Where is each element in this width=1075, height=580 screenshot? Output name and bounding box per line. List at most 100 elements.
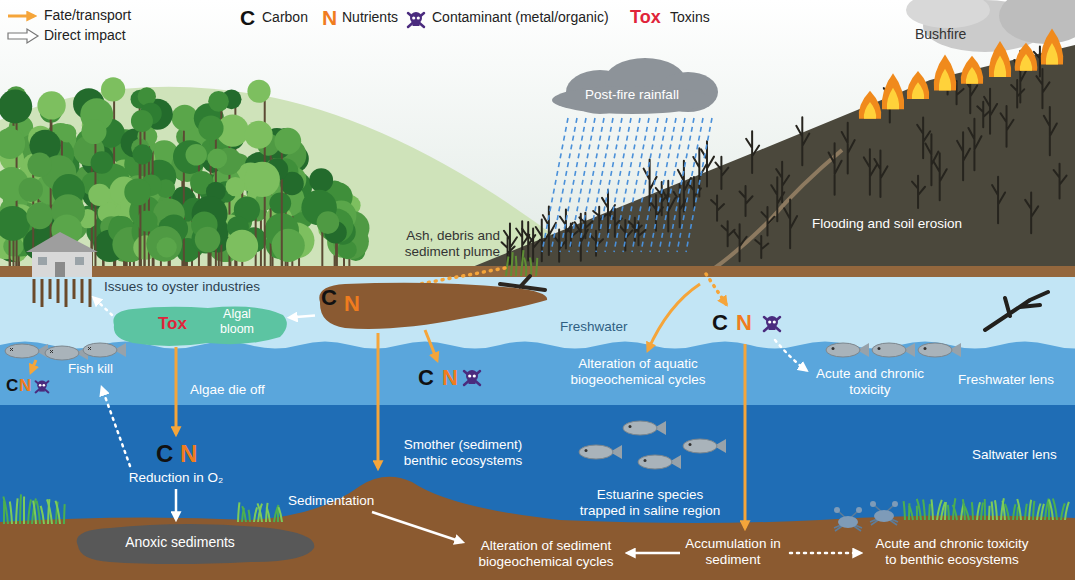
rain-streak	[641, 118, 667, 252]
seagrass-blade	[916, 506, 918, 520]
crossbones	[408, 13, 424, 27]
seagrass-blade	[953, 505, 957, 520]
seagrass-blade	[55, 501, 60, 524]
seagrass-blade	[972, 502, 973, 520]
seagrass-blade	[63, 504, 66, 524]
rain-streak	[605, 118, 631, 252]
seagrass-blade	[963, 499, 965, 520]
seagrass-blade	[1002, 501, 1005, 520]
flame-core	[966, 67, 978, 84]
burnt-tree	[1036, 69, 1049, 108]
flame	[1015, 43, 1038, 71]
seagrass-blade	[1053, 499, 1057, 520]
oyster-post	[57, 279, 60, 303]
seagrass-blade	[1049, 499, 1053, 520]
impact-label: Fish kill	[68, 361, 113, 377]
fish-eye	[629, 425, 632, 428]
flame-core	[994, 56, 1006, 78]
tree-crown	[27, 153, 51, 177]
seagrass-blade	[47, 499, 52, 524]
seagrass-blade	[249, 510, 250, 522]
contaminant-symbols	[36, 12, 780, 392]
skull-jaw	[413, 22, 420, 26]
burnt-tree	[934, 153, 947, 200]
seagrass-blade	[37, 501, 40, 524]
burnt-tree	[734, 224, 747, 261]
crab-claw	[834, 507, 840, 513]
reed	[521, 250, 523, 276]
tree-crown	[101, 77, 125, 101]
tree-crown	[131, 110, 153, 132]
seagrass-blade	[257, 503, 262, 522]
fish-body	[623, 421, 657, 435]
rain-streak	[542, 118, 568, 252]
legend-text: Direct impact	[44, 27, 126, 44]
skull-jaw	[469, 380, 476, 384]
flames	[859, 29, 1064, 119]
seagrass-blade	[33, 501, 36, 524]
oyster-post	[33, 279, 36, 303]
flame-core	[864, 102, 876, 119]
seagrass-blade	[944, 502, 947, 520]
process-label: Accumulation in sediment	[683, 536, 783, 568]
oyster-post	[81, 279, 84, 303]
fish-eye	[878, 347, 881, 350]
tree-crown	[0, 89, 32, 123]
seagrass-blade	[984, 499, 986, 520]
oyster-post	[65, 279, 68, 307]
reed	[506, 256, 508, 276]
burnt-tree	[1001, 106, 1014, 147]
seagrass-blade	[1013, 504, 1015, 520]
skull-eye	[768, 320, 771, 323]
crab-body	[838, 516, 858, 528]
tree-crown	[26, 202, 53, 229]
tree-crown	[0, 128, 25, 159]
reed	[530, 257, 531, 276]
skull-eye	[39, 384, 42, 387]
skull-eye	[43, 384, 46, 387]
region-label: Saltwater lens	[972, 447, 1057, 463]
tree-crown	[198, 116, 223, 141]
node-outline	[108, 303, 290, 347]
impact-arrow	[290, 316, 315, 318]
tree-crown	[132, 144, 152, 164]
nutrient-symbol: N	[180, 440, 197, 469]
burnt-tree	[504, 223, 517, 264]
seagrass-blade	[277, 509, 279, 522]
seagrass-blade	[1041, 504, 1044, 520]
fish-eye	[924, 347, 927, 350]
legend-text: Carbon	[262, 9, 308, 26]
seagrass-blade	[1025, 504, 1027, 520]
rain-streak	[578, 118, 604, 252]
sediment-plume: CN	[315, 280, 550, 332]
skull-eye	[473, 374, 476, 377]
tree-crown	[247, 80, 270, 103]
seagrass-blade	[258, 504, 262, 522]
burnt-tree	[776, 162, 789, 203]
legend-text: Nutrients	[342, 9, 398, 26]
tree-crown	[0, 206, 30, 241]
tree-crown	[208, 91, 229, 112]
rain-streak	[659, 118, 685, 252]
seagrass-blade	[1017, 507, 1018, 520]
fish-eye	[832, 347, 835, 350]
seagrass-blade	[254, 507, 257, 522]
seagrass-blade	[1017, 499, 1021, 520]
impact-label: Smother (sediment) benthic ecosystems	[388, 437, 538, 469]
seagrass-blade	[1037, 503, 1041, 520]
saltwater-lens	[0, 405, 1075, 580]
tree-crown	[226, 177, 245, 196]
dead-branch	[985, 292, 1048, 330]
rain	[542, 118, 712, 252]
seagrass-blade	[19, 494, 22, 524]
rain-streak	[560, 118, 586, 252]
burnt-tree	[874, 151, 887, 197]
seagrass-blade	[977, 502, 980, 520]
burnt-tree	[912, 176, 925, 208]
region-label: Freshwater lens	[958, 372, 1054, 388]
tree-crown	[244, 162, 279, 197]
tree-crown	[37, 91, 65, 119]
